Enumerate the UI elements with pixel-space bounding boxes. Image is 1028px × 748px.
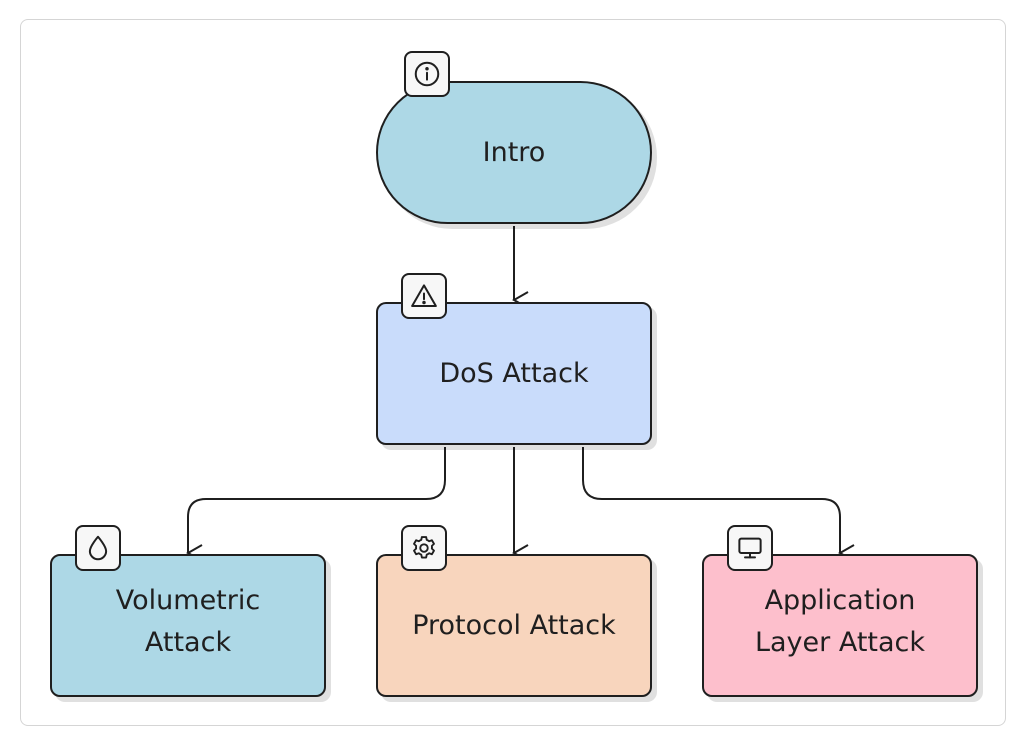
- info-icon: [404, 51, 450, 97]
- node-dos-attack-label: DoS Attack: [439, 357, 589, 389]
- node-intro-label: Intro: [482, 136, 546, 168]
- node-intro[interactable]: Intro: [376, 81, 652, 224]
- edge-dos-to-volumetric: [188, 447, 446, 553]
- node-volumetric-attack[interactable]: Volumetric Attack: [50, 554, 326, 697]
- gear-icon: [401, 525, 447, 571]
- node-dos-attack[interactable]: DoS Attack: [376, 302, 652, 445]
- node-application-layer-attack[interactable]: Application Layer Attack: [702, 554, 978, 697]
- droplet-icon: [75, 525, 121, 571]
- node-application-layer-attack-label: Application Layer Attack: [754, 584, 926, 658]
- edge-dos-to-application: [582, 447, 840, 553]
- warning-icon: [401, 273, 447, 319]
- node-volumetric-attack-label: Volumetric Attack: [115, 584, 261, 658]
- node-protocol-attack-label: Protocol Attack: [412, 609, 616, 641]
- monitor-icon: [727, 525, 773, 571]
- node-protocol-attack[interactable]: Protocol Attack: [376, 554, 652, 697]
